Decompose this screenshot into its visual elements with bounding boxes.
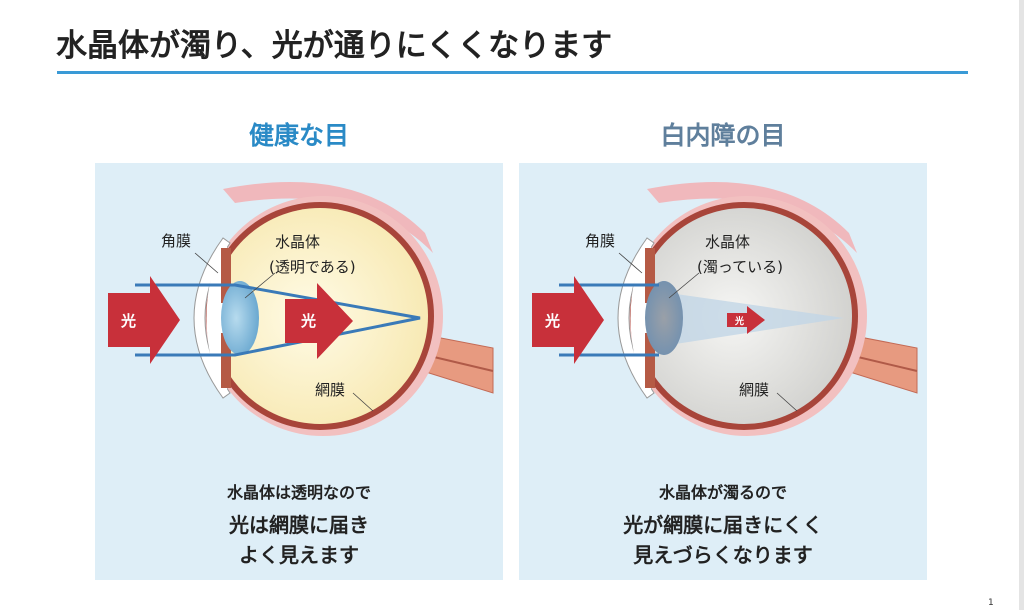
cornea-label: 角膜: [585, 232, 616, 250]
light-label-inside: 光: [735, 317, 745, 327]
healthy-eye-illustration: [108, 181, 494, 436]
caption-line-3: 見えづらくなります: [633, 543, 813, 567]
healthy-eye-heading: 健康な目: [248, 121, 349, 150]
page-number: 1: [988, 598, 994, 608]
light-arrow-inside: [285, 283, 353, 359]
light-label-inside: 光: [301, 312, 317, 330]
lens-note: (濁っている): [697, 258, 783, 276]
light-arrow-outside: [108, 276, 180, 364]
caption-line-1: 水晶体は透明なので: [226, 483, 371, 502]
retina-label: 網膜: [739, 381, 770, 399]
cornea-label: 角膜: [161, 232, 192, 250]
cataract-eye-panel: 光 光 角膜 水晶体 (濁っている) 網膜 水晶体が濁るので 光が網膜に届きにく…: [519, 163, 927, 580]
lens: [221, 281, 259, 355]
page-title: 水晶体が濁り、光が通りにくくなります: [56, 28, 613, 64]
caption-line-1: 水晶体が濁るので: [658, 483, 787, 502]
retina-label: 網膜: [315, 381, 346, 399]
title-underline: [57, 71, 968, 74]
lens-label: 水晶体: [275, 233, 321, 251]
light-ray: [135, 283, 421, 357]
lens-label: 水晶体: [705, 233, 751, 251]
light-label: 光: [121, 312, 137, 330]
healthy-eye-panel: 光 光 角膜 水晶体 (透明である) 網膜 水晶体は透明なので 光は網膜に届き …: [95, 163, 503, 580]
cloudy-lens: [645, 281, 683, 355]
cataract-eye-illustration: [532, 181, 918, 436]
page-edge: [1019, 0, 1024, 610]
caption-line-2: 光が網膜に届きにくく: [623, 513, 823, 537]
weak-light-arrow: [727, 306, 765, 334]
light-label: 光: [545, 312, 561, 330]
cataract-eye-heading: 白内障の目: [660, 121, 786, 150]
lens-note: (透明である): [269, 258, 356, 276]
caption-line-2: 光は網膜に届き: [229, 513, 369, 537]
caption-line-3: よく見えます: [239, 543, 359, 567]
